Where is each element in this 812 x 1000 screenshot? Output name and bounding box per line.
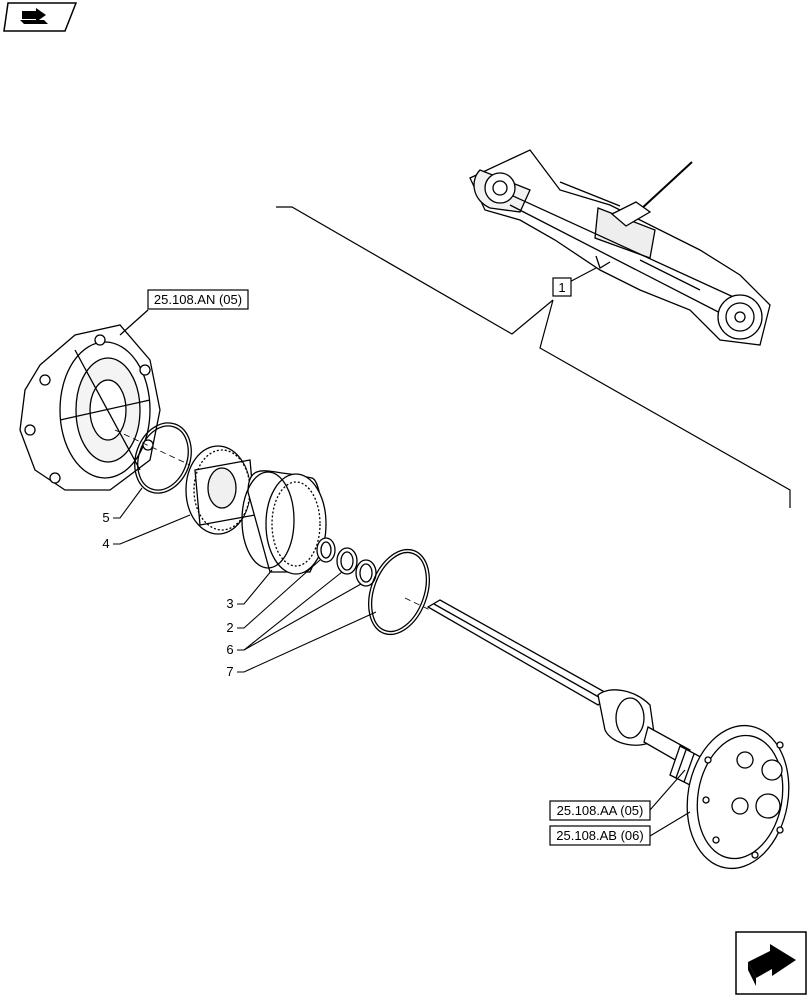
assembly-index-label: 1 — [558, 280, 565, 295]
assembly-leader-lines — [276, 206, 791, 508]
planetary-housing — [19, 309, 161, 491]
axle-shaft — [426, 599, 711, 791]
part-number-6: 6 — [226, 642, 233, 657]
centre-axis-line — [114, 429, 431, 611]
axle-assembly-drawing — [469, 149, 771, 346]
part-leader-lines — [113, 487, 377, 673]
part-number-4: 4 — [102, 536, 109, 551]
part-number-7: 7 — [226, 664, 233, 679]
part-7-o-ring — [368, 548, 430, 636]
shaft-ref-callout: 25.108.AA (05) — [549, 769, 686, 821]
part-number-5: 5 — [102, 510, 109, 525]
shaft-ref-label: 25.108.AA (05) — [557, 803, 644, 818]
part-5-o-ring — [134, 422, 192, 494]
hub-ref-callout: 25.108.AB (06) — [549, 811, 691, 846]
part-6-washers — [336, 547, 377, 587]
assembly-callout: 1 — [552, 277, 572, 297]
hub-flange — [686, 724, 790, 870]
book-arrow-icon[interactable] — [3, 2, 78, 32]
part-4-planet-carrier — [185, 445, 256, 535]
next-page-arrow-icon[interactable] — [735, 931, 807, 995]
part-number-3: 3 — [226, 596, 233, 611]
hub-ref-label: 25.108.AB (06) — [556, 828, 643, 843]
part-3-ring-gear — [241, 470, 327, 575]
housing-ref-label: 25.108.AN (05) — [154, 292, 242, 307]
part-2-snap-ring — [316, 537, 336, 563]
part-number-2: 2 — [226, 620, 233, 635]
housing-ref-callout: 25.108.AN (05) — [147, 289, 249, 310]
